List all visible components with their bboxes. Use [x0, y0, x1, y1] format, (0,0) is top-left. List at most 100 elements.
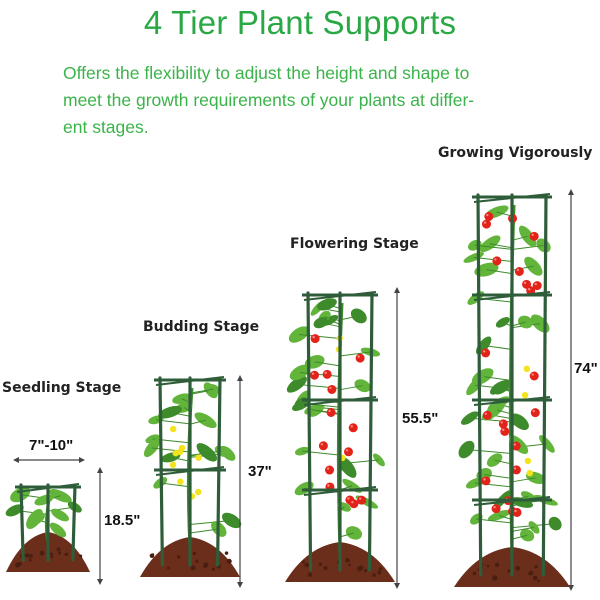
support-ring-back	[473, 496, 551, 506]
leaf-stalk	[511, 534, 528, 540]
soil-clod	[532, 575, 538, 581]
tomato	[481, 348, 491, 358]
soil-clod	[323, 565, 328, 571]
leaf-stalk	[483, 344, 513, 350]
tomato-highlight	[328, 409, 331, 413]
tomato	[357, 495, 367, 505]
tomato-highlight	[357, 355, 360, 358]
support-stake	[306, 291, 313, 572]
leaf-stalk	[476, 518, 513, 524]
tomato	[512, 507, 522, 517]
tomato-highlight	[516, 268, 520, 272]
leaf-stalk	[329, 319, 341, 325]
leaf-stalk	[170, 411, 191, 417]
leaf	[49, 522, 67, 538]
height-label-growing: 74"	[574, 360, 598, 377]
soil-clod	[537, 579, 541, 583]
soil-clod	[377, 570, 382, 575]
soil-clod	[534, 565, 538, 569]
support-2	[140, 376, 242, 577]
leaf-stalk	[501, 386, 513, 392]
leaf-stalk	[339, 532, 355, 538]
tomato	[325, 465, 335, 475]
soil-clod	[151, 553, 155, 556]
tomato-highlight	[327, 484, 330, 487]
leaf-stalk	[339, 385, 363, 391]
tomato-highlight	[494, 258, 497, 261]
soil-clod	[372, 573, 376, 577]
tomato	[498, 419, 508, 429]
soil-clod	[79, 554, 83, 558]
tomato-highlight	[483, 478, 486, 481]
leaf-stalk	[466, 449, 513, 455]
support-stake	[476, 193, 483, 577]
support-ring-back	[473, 291, 551, 301]
soil-clod	[28, 558, 32, 562]
tomato-highlight	[326, 467, 330, 470]
leaf	[470, 513, 483, 525]
support-stake	[71, 483, 77, 562]
subtitle-line-2: meet the growth requirements of your pla…	[63, 90, 475, 110]
tomato-highlight	[531, 373, 534, 376]
tomato	[310, 334, 320, 344]
leaf-stalk	[511, 235, 528, 241]
soil-clod	[50, 555, 54, 559]
support-ring-back	[16, 483, 80, 493]
tomato	[529, 371, 539, 381]
support-stake	[367, 291, 374, 572]
tomato-highlight	[532, 409, 535, 413]
leaf-stalk	[151, 447, 191, 453]
page-title: 4 Tier Plant Supports	[143, 4, 457, 41]
flower	[523, 365, 531, 373]
leaf-stalk	[511, 526, 535, 532]
tomato-highlight	[534, 282, 537, 286]
soil-clod	[359, 565, 364, 570]
leaf	[51, 508, 69, 522]
leaf-stalk	[498, 514, 513, 520]
soil-clod	[192, 551, 197, 556]
leaf-stalk	[324, 316, 341, 322]
leaf-stalk	[189, 519, 232, 525]
tomato	[355, 353, 365, 363]
soil-clod	[226, 558, 232, 564]
leaf	[354, 379, 371, 393]
tomato	[492, 256, 502, 266]
support-ring-back	[155, 466, 225, 476]
tomato-highlight	[514, 509, 517, 513]
leaf	[458, 440, 475, 459]
tomato-highlight	[513, 467, 517, 470]
page-subtitle: Offers the flexibility to adjust the hei…	[63, 60, 543, 141]
flower	[526, 469, 533, 477]
tomato-highlight	[531, 233, 534, 237]
tomato-highlight	[311, 372, 315, 375]
leaf-stalk	[314, 361, 341, 367]
tomato-highlight	[486, 213, 489, 217]
leaf-stalk	[189, 388, 214, 394]
tomato-highlight	[500, 421, 504, 424]
tomato-highlight	[345, 449, 349, 452]
soil-clod	[166, 566, 170, 570]
leaf-stalk	[474, 244, 513, 250]
tomato	[530, 408, 540, 418]
soil-clod	[363, 569, 368, 573]
stage-label-growing: Growing Vigorously	[438, 145, 593, 161]
soil-clod	[224, 551, 229, 555]
stage-label-budding: Budding Stage	[143, 319, 260, 335]
support-ring-back	[303, 291, 377, 301]
height-label-budding: 37"	[248, 463, 272, 480]
soil-clod	[318, 562, 322, 567]
leaf-stalk	[160, 482, 191, 488]
soil-clod	[176, 555, 181, 559]
flower	[521, 391, 529, 399]
soil-clod	[528, 572, 531, 575]
soil-clod	[492, 575, 498, 581]
leaf-stalk	[494, 459, 513, 465]
tomato-highlight	[351, 501, 354, 504]
leaf-stalk	[299, 371, 341, 377]
soil-clod	[211, 567, 216, 571]
tomato-highlight	[329, 386, 332, 390]
support-3	[285, 291, 395, 582]
soil-clod	[345, 558, 350, 563]
height-label-flowering: 55.5"	[402, 410, 439, 427]
soil-clod	[56, 547, 61, 552]
